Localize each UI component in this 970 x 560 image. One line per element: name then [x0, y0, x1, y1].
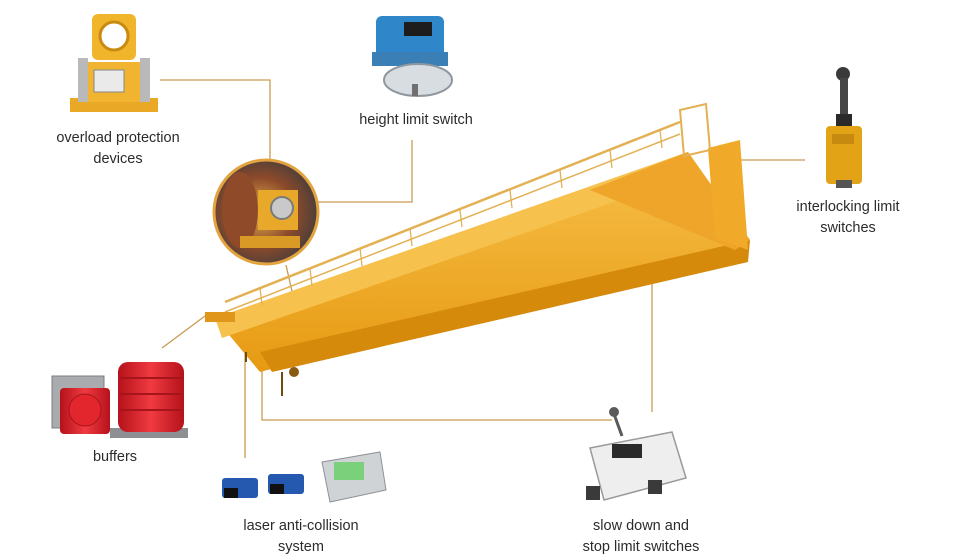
- label-height-line1: height limit switch: [359, 112, 473, 128]
- label-overload-protection: overload protection devices: [44, 128, 192, 170]
- label-interlock-line2: switches: [820, 220, 876, 236]
- buffer-icon: [51, 362, 188, 438]
- zoom-detail-icon: [212, 158, 320, 266]
- crane-bridge-icon: [205, 102, 750, 396]
- label-slow-down-stop: slow down and stop limit switches: [566, 516, 716, 558]
- label-overload-line1: overload protection: [56, 130, 180, 146]
- leader-height: [318, 140, 413, 203]
- label-laser-line2: system: [278, 539, 324, 555]
- label-slowdown-line2: stop limit switches: [582, 539, 700, 555]
- label-buffers-line1: buffers: [92, 449, 138, 465]
- label-slowdown-line1: slow down and: [593, 518, 689, 534]
- overload-device-icon: [70, 14, 158, 112]
- label-laser-anti-collision: laser anti-collision system: [228, 516, 374, 558]
- height-switch-icon: [372, 16, 453, 97]
- laser-sensor-icon: [222, 451, 387, 503]
- label-interlocking-limit: interlocking limit switches: [786, 197, 910, 239]
- label-laser-line1: laser anti-collision: [243, 518, 359, 534]
- label-height-limit-switch: height limit switch: [340, 110, 492, 131]
- interlock-switch-icon: [826, 67, 862, 188]
- leader-slowdown-2: [261, 362, 612, 421]
- leader-overload: [160, 79, 271, 160]
- label-buffers: buffers: [80, 447, 150, 468]
- label-overload-line2: devices: [93, 151, 143, 167]
- label-interlock-line1: interlocking limit: [796, 199, 900, 215]
- leader-buffers: [161, 315, 206, 349]
- slowdown-switch-icon: [586, 407, 687, 501]
